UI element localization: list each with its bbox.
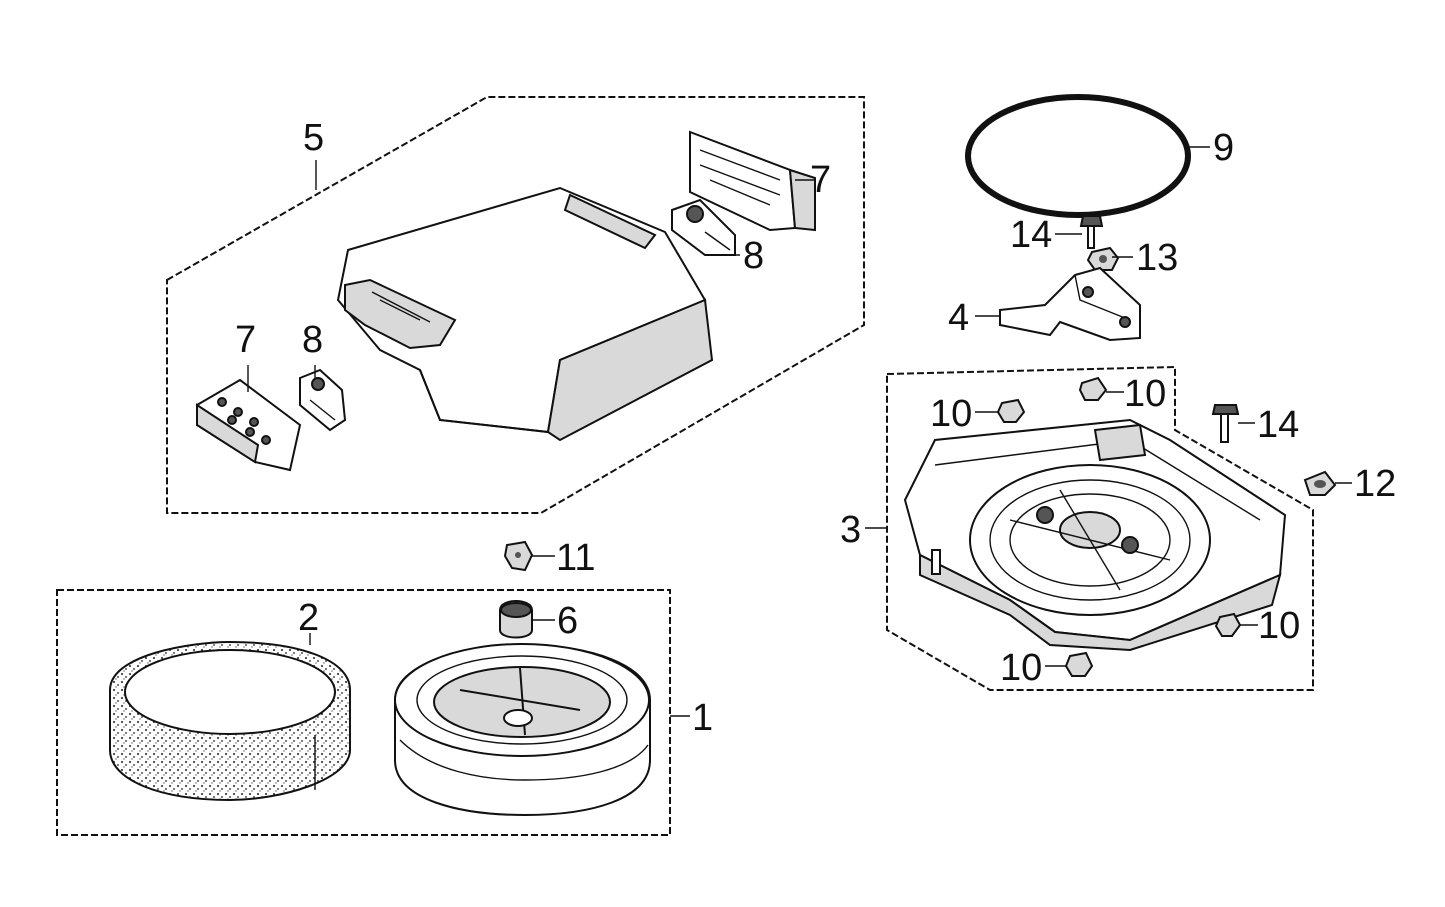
callout-10-top: 10 [1124,373,1166,415]
nut-10-left[interactable] [996,398,1026,423]
element-group-outline [56,589,671,836]
foam-prefilter-2[interactable] [109,640,351,802]
callout-9: 9 [1213,127,1234,169]
callout-4: 4 [948,297,969,339]
callout-1: 1 [692,697,713,739]
clip-7-front[interactable] [196,378,302,472]
bolt-14-side[interactable] [1211,404,1240,443]
leader-lines [247,146,1352,717]
hinge-8-front[interactable] [299,368,347,432]
gasket-ring-9[interactable] [965,94,1191,218]
callout-8-rear: 8 [743,235,764,277]
air-cleaner-case[interactable] [903,418,1287,652]
callout-14-side: 14 [1257,404,1299,446]
callout-14-upper: 14 [1010,214,1052,256]
nut-10-right[interactable] [1214,612,1242,637]
callout-13: 13 [1136,237,1178,279]
case-group-outline [886,365,1314,691]
callout-3: 3 [840,509,861,551]
air-cleaner-cover[interactable] [336,186,714,442]
callout-5: 5 [303,117,324,159]
callout-10-bottom: 10 [1000,647,1042,689]
callout-10-left: 10 [930,393,972,435]
grommet-6[interactable] [499,600,533,639]
callout-2: 2 [298,597,319,639]
clip-7-rear[interactable] [689,130,816,232]
callout-8-front: 8 [302,319,323,361]
callout-labels: 5 7 8 7 8 9 14 13 4 10 10 14 12 3 10 10 … [235,117,1396,739]
nut-10-bottom[interactable] [1064,651,1094,677]
nut-11[interactable] [503,540,534,572]
callout-11: 11 [556,537,595,579]
bolt-14-upper[interactable] [1079,215,1104,249]
grommet-12[interactable] [1303,470,1337,496]
callout-6: 6 [557,600,578,642]
callout-12: 12 [1354,463,1396,505]
callout-7-rear: 7 [810,159,831,201]
nut-10-top[interactable] [1078,376,1108,401]
callout-10-right: 10 [1258,605,1300,647]
cover-group-outline [166,96,865,514]
nut-13[interactable] [1086,246,1120,271]
air-filter-element-1[interactable] [394,643,651,817]
bracket-4[interactable] [999,266,1141,342]
callout-7-front: 7 [235,319,256,361]
